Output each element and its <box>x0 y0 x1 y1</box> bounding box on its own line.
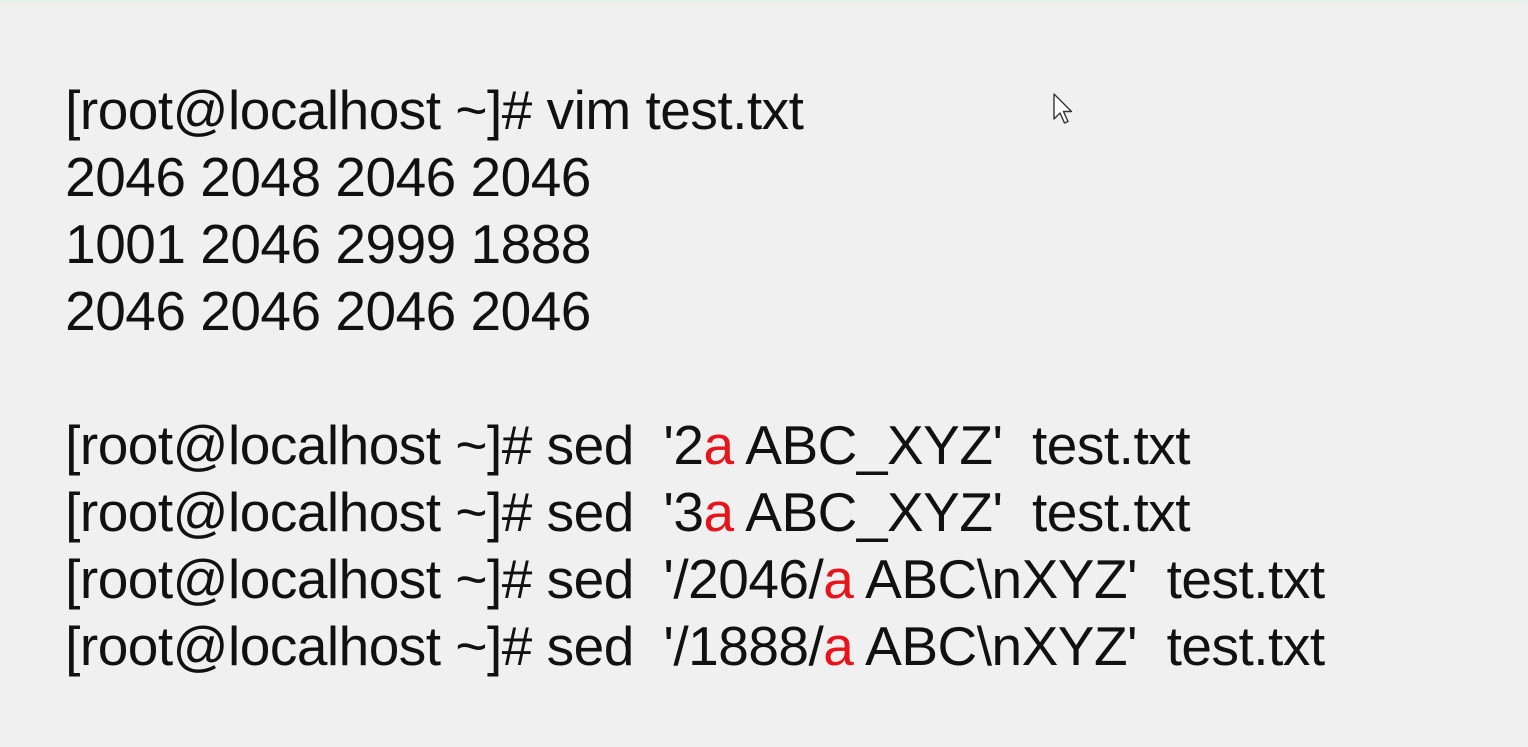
command-prefix: [root@localhost ~]# sed '/1888/ <box>65 615 824 677</box>
command-suffix: ABC\nXYZ' test.txt <box>853 548 1325 610</box>
file-content-line-2: 1001 2046 2999 1888 <box>6 144 1516 275</box>
command-suffix: ABC_XYZ' test.txt <box>733 481 1191 543</box>
append-command-highlight: a <box>823 615 854 677</box>
append-command-highlight: a <box>703 414 734 476</box>
mouse-pointer-icon <box>1053 93 1073 124</box>
file-content-text: 1001 2046 2999 1888 <box>65 213 591 275</box>
file-content-line-1: 2046 2048 2046 2046 <box>6 77 1516 208</box>
command-suffix: ABC_XYZ' test.txt <box>733 414 1191 476</box>
command-prefix: [root@localhost ~]# sed '2 <box>65 414 704 476</box>
file-content-text: 2046 2046 2046 2046 <box>65 280 591 342</box>
command-line-vim: [root@localhost ~]# vim test.txt <box>6 10 1516 141</box>
append-command-highlight: a <box>703 481 734 543</box>
command-prefix: [root@localhost ~]# sed '3 <box>65 481 704 543</box>
command-line-sed-2a: [root@localhost ~]# sed '2a ABC_XYZ' tes… <box>6 345 1516 476</box>
file-content-line-3: 2046 2046 2046 2046 <box>6 211 1516 342</box>
command-suffix: ABC\nXYZ' test.txt <box>853 615 1325 677</box>
append-command-highlight: a <box>823 548 854 610</box>
command-text: [root@localhost ~]# vim test.txt <box>65 79 804 141</box>
window-top-edge <box>0 0 1528 3</box>
command-line-sed-3a: [root@localhost ~]# sed '3a ABC_XYZ' tes… <box>6 412 1516 543</box>
file-content-text: 2046 2048 2046 2046 <box>65 146 591 208</box>
command-prefix: [root@localhost ~]# sed '/2046/ <box>65 548 824 610</box>
terminal-output: [root@localhost ~]# vim test.txt 2046 20… <box>6 10 1516 677</box>
command-line-sed-2046-a: [root@localhost ~]# sed '/2046/a ABC\nXY… <box>6 479 1516 610</box>
